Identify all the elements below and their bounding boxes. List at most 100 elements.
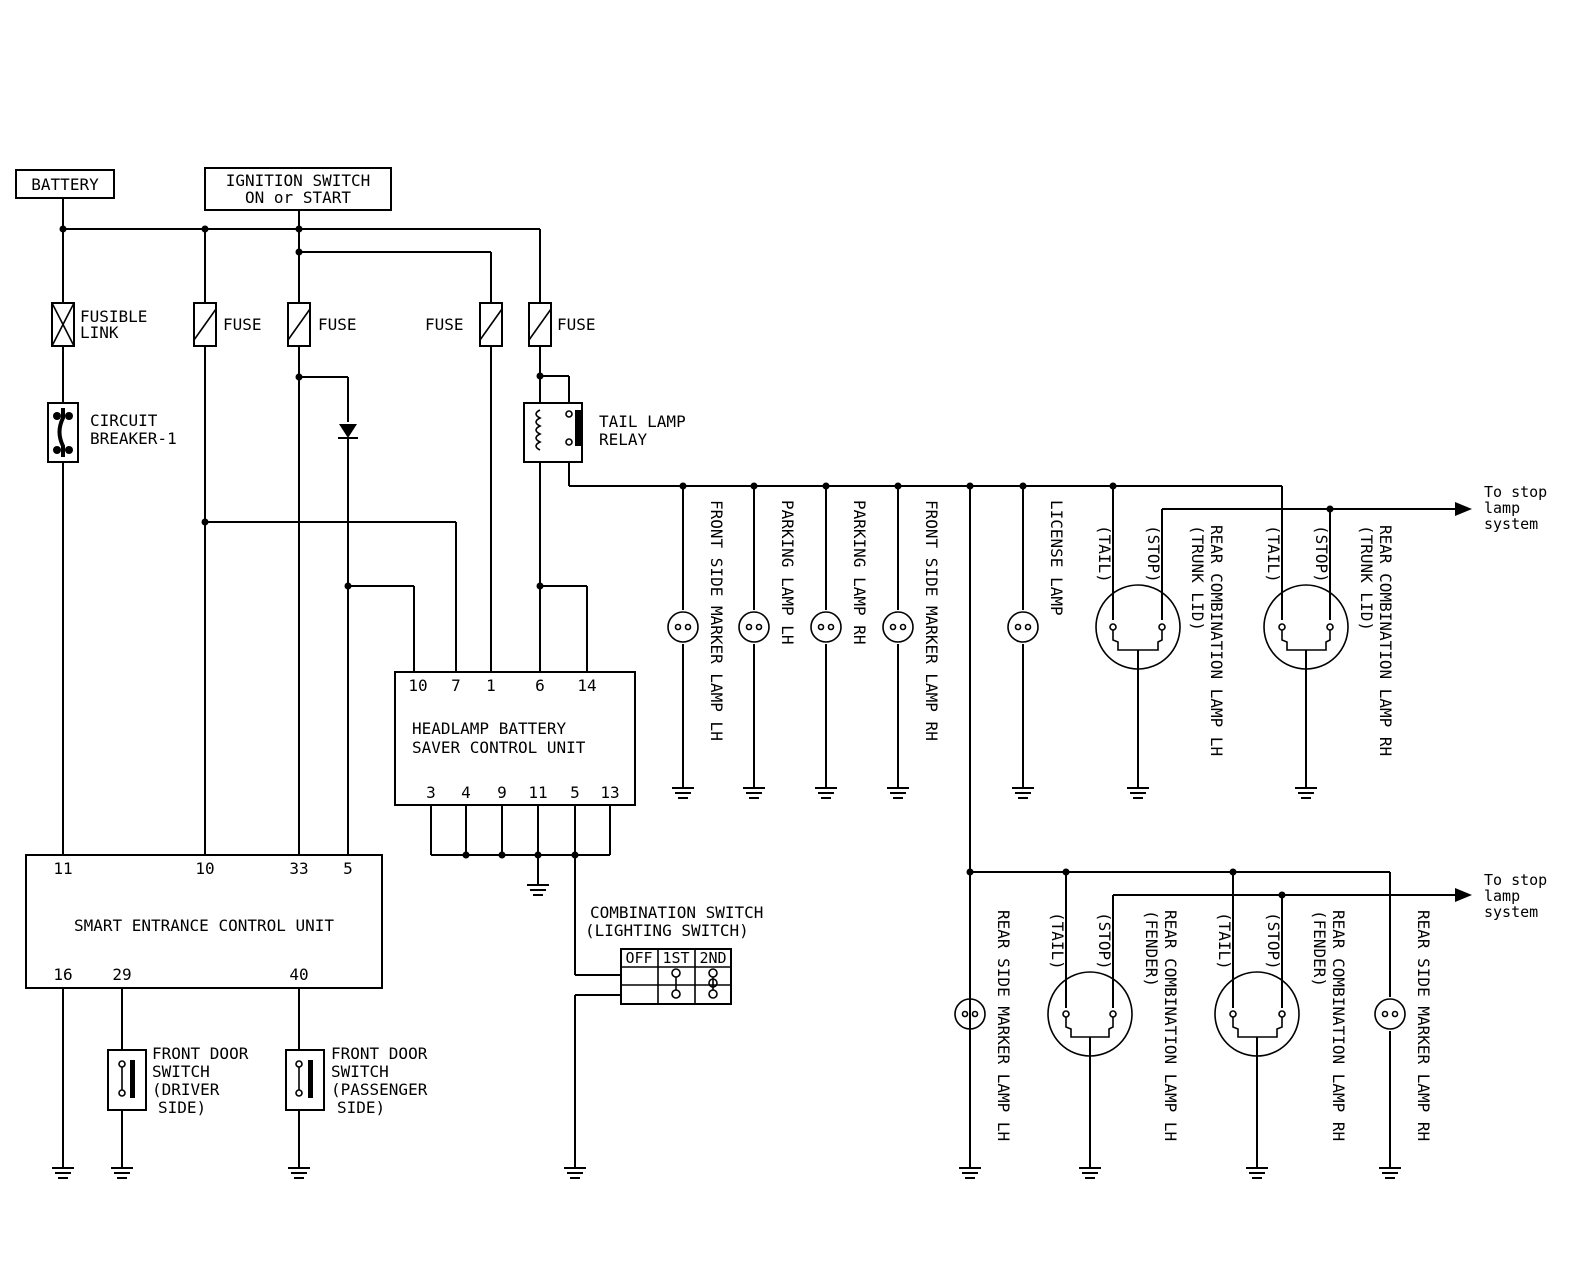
rear-combo-rh-trunk-label: REAR COMBINATION LAMP RH (1376, 525, 1395, 756)
ground-icon (672, 787, 694, 799)
tail-lamp-bus (568, 462, 1472, 1168)
ground-icon (1079, 1167, 1101, 1179)
to-stop-lamp-bottom: To stop lamp system (1484, 871, 1547, 921)
smart-pin-29: 29 (112, 965, 131, 984)
front-side-marker-lh-label: FRONT SIDE MARKER LAMP LH (707, 500, 726, 741)
ground-symbols (52, 787, 1401, 1179)
ground-icon (111, 1167, 133, 1179)
lh-trunk-stop-label: (STOP) (1144, 525, 1163, 583)
rear-combo-rh-fender-sub: (FENDER) (1310, 910, 1329, 987)
rh-fender-stop-label: (STOP) (1264, 912, 1283, 970)
ignition-label-line1: IGNITION SWITCH (226, 171, 371, 190)
ground-icon (743, 787, 765, 799)
rear-side-marker-lamp-rh: REAR SIDE MARKER LAMP RH (1374, 872, 1433, 1168)
rear-side-marker-rh-label: REAR SIDE MARKER LAMP RH (1414, 910, 1433, 1141)
diode-icon (338, 424, 358, 439)
branch-wiring (62, 346, 588, 855)
ground-icon (887, 787, 909, 799)
rear-combination-lamp-lh-trunk: (TAIL) (STOP) REAR COMBINATION LAMP LH (… (1095, 486, 1226, 788)
headlamp-pin-13: 13 (600, 783, 619, 802)
headlamp-pin-9: 9 (497, 783, 507, 802)
rear-combo-lh-trunk-sub: (TRUNK LID) (1188, 525, 1207, 631)
ground-icon (288, 1167, 310, 1179)
combination-switch-label-line1: COMBINATION SWITCH (590, 903, 763, 922)
front-side-marker-lamp-rh: FRONT SIDE MARKER LAMP RH (882, 486, 941, 788)
ground-icon (527, 884, 549, 896)
license-lamp-label: LICENSE LAMP (1047, 500, 1066, 616)
rear-combination-lamp-lh-fender: (TAIL) (STOP) REAR COMBINATION LAMP LH (… (1047, 872, 1180, 1168)
fuse-4: FUSE (528, 302, 596, 347)
headlamp-pin-14: 14 (577, 676, 596, 695)
ground-icon (1295, 787, 1317, 799)
headlamp-pin-5: 5 (570, 783, 580, 802)
fusible-label-line2: LINK (80, 323, 119, 342)
fusible-label-line1: FUSIBLE (80, 307, 147, 326)
smart-pin-10: 10 (195, 859, 214, 878)
ground-icon (815, 787, 837, 799)
to-stop-lamp-top: To stop lamp system (1484, 483, 1547, 533)
stop-lamp-top-line3: system (1484, 515, 1538, 533)
fuse-label-3: FUSE (425, 315, 464, 334)
license-lamp: LICENSE LAMP (1007, 486, 1066, 788)
stop-lamp-bottom-line1: To stop (1484, 871, 1547, 889)
rear-combo-lh-fender-sub: (FENDER) (1142, 910, 1161, 987)
headlamp-pin-1: 1 (486, 676, 496, 695)
rear-combo-rh-trunk-sub: (TRUNK LID) (1357, 525, 1376, 631)
headlamp-pin-6: 6 (535, 676, 545, 695)
rear-combo-lh-trunk-label: REAR COMBINATION LAMP LH (1207, 525, 1226, 756)
ignition-switch-source: IGNITION SWITCH ON or START (204, 167, 392, 211)
ground-icon (52, 1167, 74, 1179)
door-switch-wiring (62, 988, 300, 1168)
fuse-1: FUSE (193, 302, 262, 347)
headlamp-unit-label-line2: SAVER CONTROL UNIT (412, 738, 586, 757)
ignition-label-line2: ON or START (245, 188, 351, 207)
smart-pin-11: 11 (53, 859, 72, 878)
rh-fender-tail-label: (TAIL) (1215, 912, 1234, 970)
smart-pin-5: 5 (343, 859, 353, 878)
breaker-label-line1: CIRCUIT (90, 411, 158, 430)
battery-label: BATTERY (31, 175, 99, 194)
rear-combo-lh-fender-label: REAR COMBINATION LAMP LH (1161, 910, 1180, 1141)
fuse-label-1: FUSE (223, 315, 262, 334)
passenger-switch-line1: FRONT DOOR (331, 1044, 428, 1063)
driver-switch-line1: FRONT DOOR (152, 1044, 249, 1063)
relay-label-line1: TAIL LAMP (599, 412, 686, 431)
headlamp-battery-saver-unit: 10 7 1 6 14 HEADLAMP BATTERY SAVER CONTR… (394, 671, 636, 806)
stop-lamp-top-line2: lamp (1484, 499, 1520, 517)
combination-switch: COMBINATION SWITCH (LIGHTING SWITCH) OFF… (574, 903, 763, 1168)
headlamp-pin-11: 11 (528, 783, 547, 802)
fusible-link: FUSIBLE LINK (51, 302, 147, 347)
fuse-3: FUSE (425, 302, 503, 347)
fuse-label-4: FUSE (557, 315, 596, 334)
lh-trunk-tail-label: (TAIL) (1095, 525, 1114, 583)
switch-position-off: OFF (625, 949, 652, 967)
ground-icon (959, 1167, 981, 1179)
parking-lamp-rh-label: PARKING LAMP RH (850, 500, 869, 645)
parking-lamp-lh-label: PARKING LAMP LH (778, 500, 797, 645)
ground-icon (1012, 787, 1034, 799)
rh-trunk-stop-label: (STOP) (1312, 525, 1331, 583)
circuit-breaker: CIRCUIT BREAKER-1 (47, 402, 177, 463)
headlamp-pin-7: 7 (451, 676, 461, 695)
driver-switch-line2: SWITCH (152, 1062, 210, 1081)
stop-lamp-bottom-line3: system (1484, 903, 1538, 921)
driver-switch-line3: (DRIVER (152, 1080, 220, 1099)
fuse-label-2: FUSE (318, 315, 357, 334)
combination-switch-label-line2: (LIGHTING SWITCH) (585, 921, 749, 940)
battery-source: BATTERY (15, 169, 115, 199)
headlamp-unit-label-line1: HEADLAMP BATTERY (412, 719, 566, 738)
front-door-switch-passenger: FRONT DOOR SWITCH (PASSENGER SIDE) (285, 1044, 428, 1117)
tail-lamp-relay: TAIL LAMP RELAY (523, 402, 686, 463)
ground-icon (1246, 1167, 1268, 1179)
front-side-marker-rh-label: FRONT SIDE MARKER LAMP RH (922, 500, 941, 741)
lh-fender-stop-label: (STOP) (1095, 912, 1114, 970)
parking-lamp-lh: PARKING LAMP LH (738, 486, 797, 788)
rear-side-marker-lamp-lh: REAR SIDE MARKER LAMP LH (954, 910, 1013, 1141)
front-door-switch-driver: FRONT DOOR SWITCH (DRIVER SIDE) (107, 1044, 249, 1117)
smart-entrance-control-unit: 11 10 33 5 SMART ENTRANCE CONTROL UNIT 1… (25, 854, 383, 989)
front-side-marker-lamp-lh: FRONT SIDE MARKER LAMP LH (667, 486, 726, 788)
supply-wiring (59, 198, 541, 303)
ground-icon (564, 1167, 586, 1179)
switch-position-2nd: 2ND (699, 949, 726, 967)
smart-pin-40: 40 (289, 965, 308, 984)
